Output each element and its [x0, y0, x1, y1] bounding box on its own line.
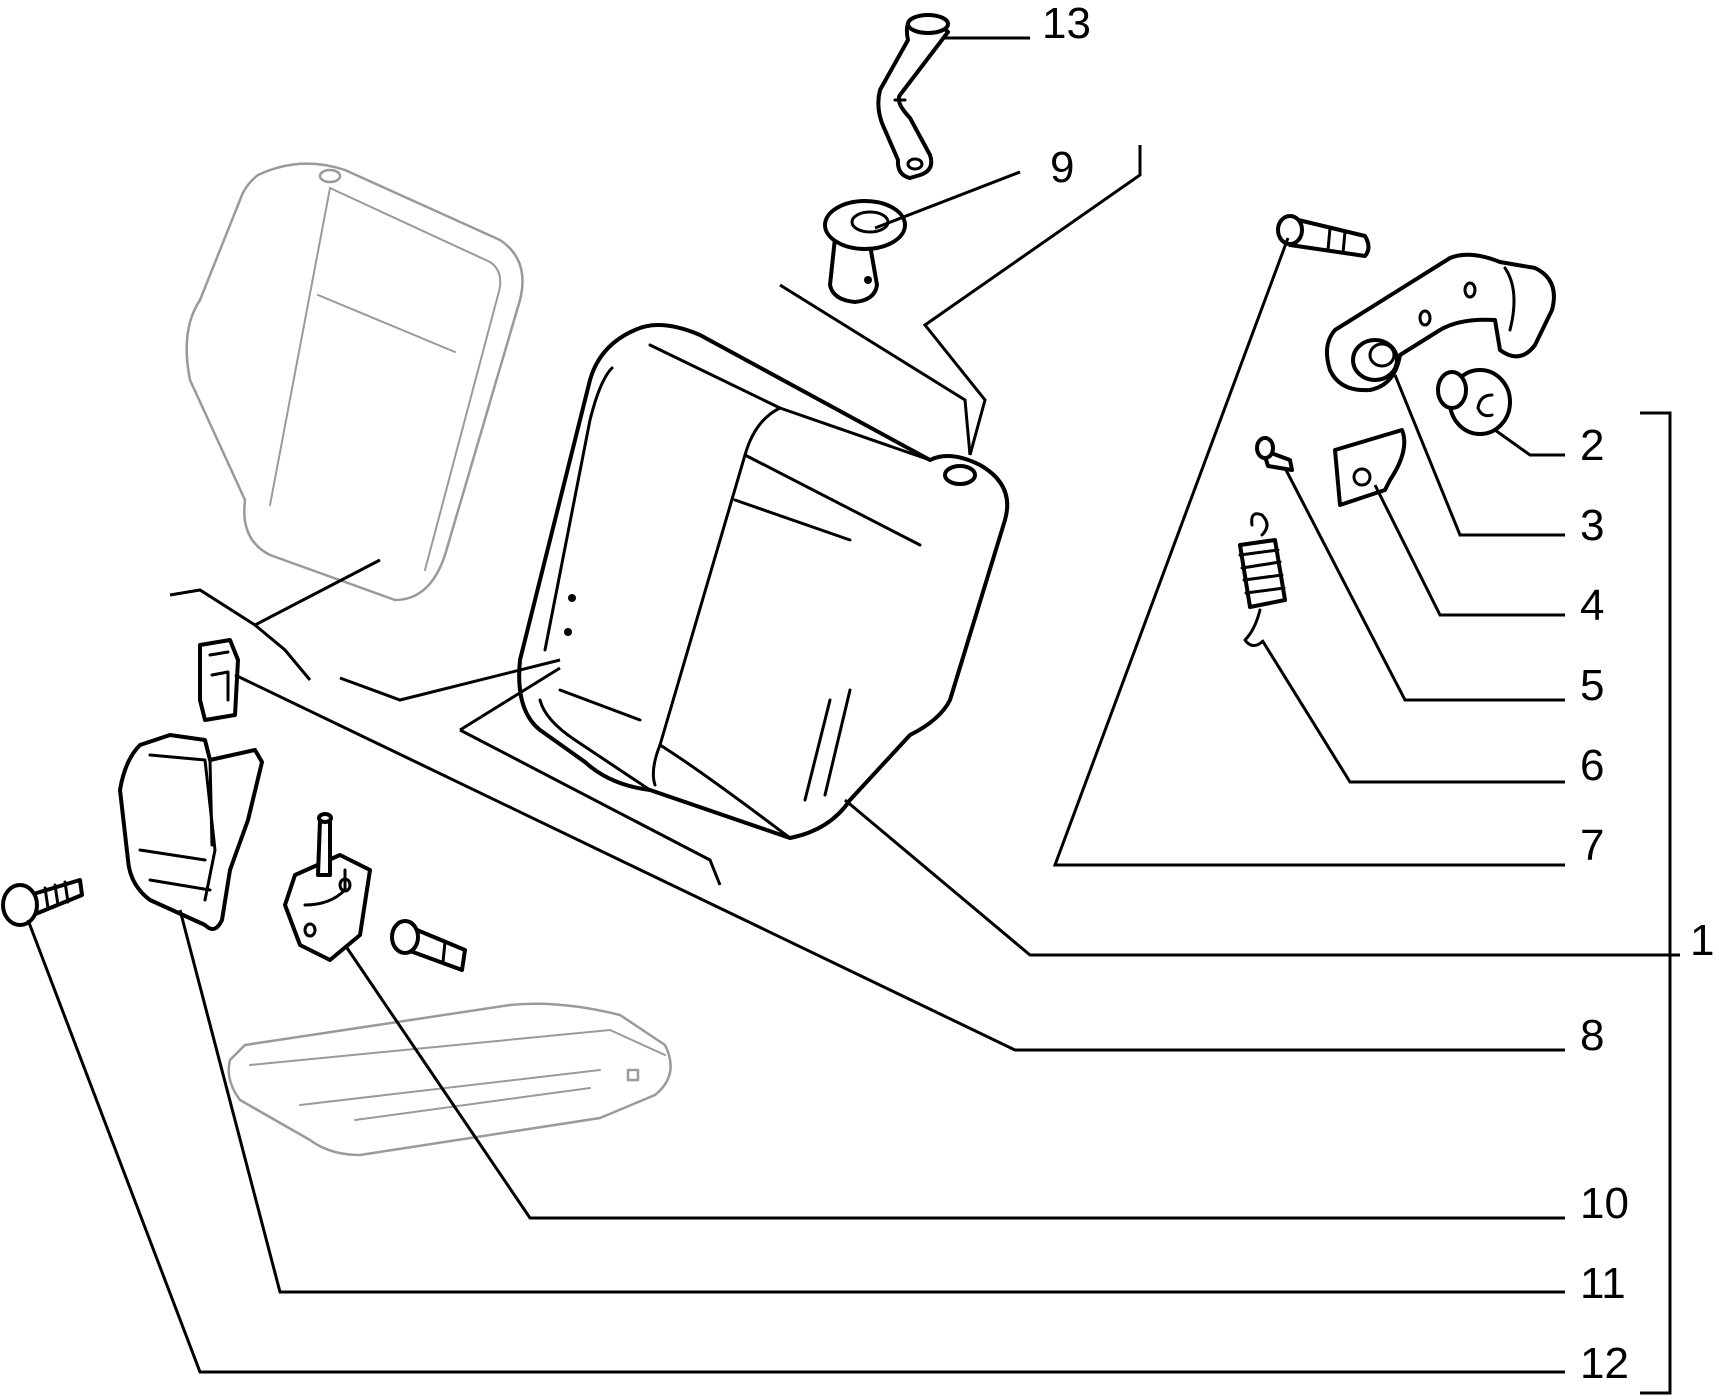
release-lever-part-13: [876, 13, 950, 180]
cap-part-2: [1436, 368, 1512, 436]
spring-part-6: [1238, 512, 1287, 647]
side-cover-part-11: [118, 733, 264, 931]
callout-4: 4: [1580, 581, 1604, 630]
pin-bracket: [390, 919, 467, 972]
screw-part-12: [1, 878, 84, 927]
callout-6: 6: [1580, 741, 1604, 790]
hinge-arm-part-3: [1324, 252, 1556, 393]
bracket-part-10: [283, 812, 372, 962]
callout-7: 7: [1580, 821, 1604, 870]
callout-labels: 13 9 2 3 4 5 6 7 1 8 10 11 12: [1042, 0, 1714, 1388]
callout-12: 12: [1580, 1339, 1629, 1388]
callout-8: 8: [1580, 1011, 1604, 1060]
screw-part-5: [1255, 436, 1294, 472]
callout-13: 13: [1042, 0, 1091, 48]
callout-2: 2: [1580, 421, 1604, 470]
callout-1: 1: [1690, 916, 1714, 965]
callout-3: 3: [1580, 501, 1604, 550]
clip-part-8: [198, 638, 240, 722]
bushing-part-9: [823, 199, 907, 304]
ghost-seat-cushion: [227, 1002, 672, 1157]
assembly-guide-lines: [169, 145, 1142, 886]
plate-part-4: [1333, 428, 1407, 507]
backrest-frame-part-1: [517, 323, 1010, 840]
ghost-backrest-cushion: [185, 162, 524, 602]
assembly-bracket: [1640, 411, 1672, 1395]
callout-11: 11: [1580, 1259, 1626, 1308]
callout-5: 5: [1580, 661, 1604, 710]
callout-9: 9: [1050, 143, 1074, 192]
leader-lines: [26, 36, 1680, 1374]
callout-10: 10: [1580, 1179, 1629, 1228]
pin-part-7: [1276, 214, 1371, 258]
